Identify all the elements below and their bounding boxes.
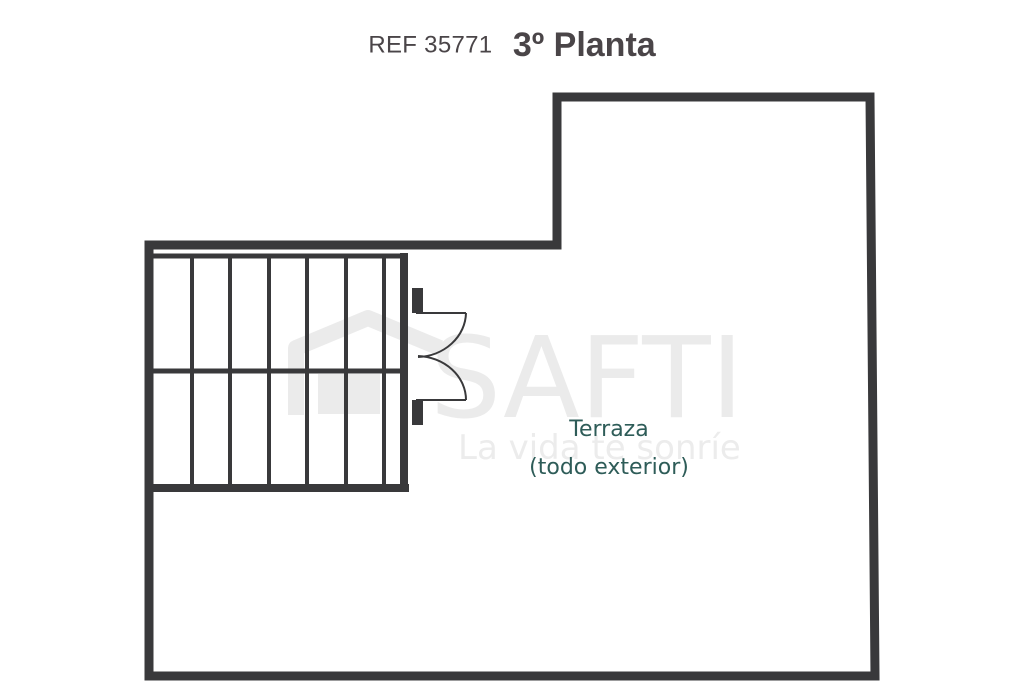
room-terraza: Terraza (todo exterior) — [529, 417, 689, 480]
staircase-icon — [149, 253, 409, 492]
plan-header: REF 35771 3º Planta — [0, 26, 1024, 65]
watermark-tagline: La vida te sonríe — [458, 428, 741, 468]
double-door-icon — [412, 288, 468, 425]
room-note: (todo exterior) — [529, 455, 689, 480]
room-name: Terraza — [568, 417, 648, 442]
floor-title: 3º Planta — [512, 26, 656, 64]
exterior-wall — [144, 92, 880, 681]
watermark-brand: SAFTI — [430, 314, 744, 444]
watermark: SAFTI La vida te sonríe — [288, 310, 744, 468]
reference-number: REF 35771 — [368, 31, 493, 59]
